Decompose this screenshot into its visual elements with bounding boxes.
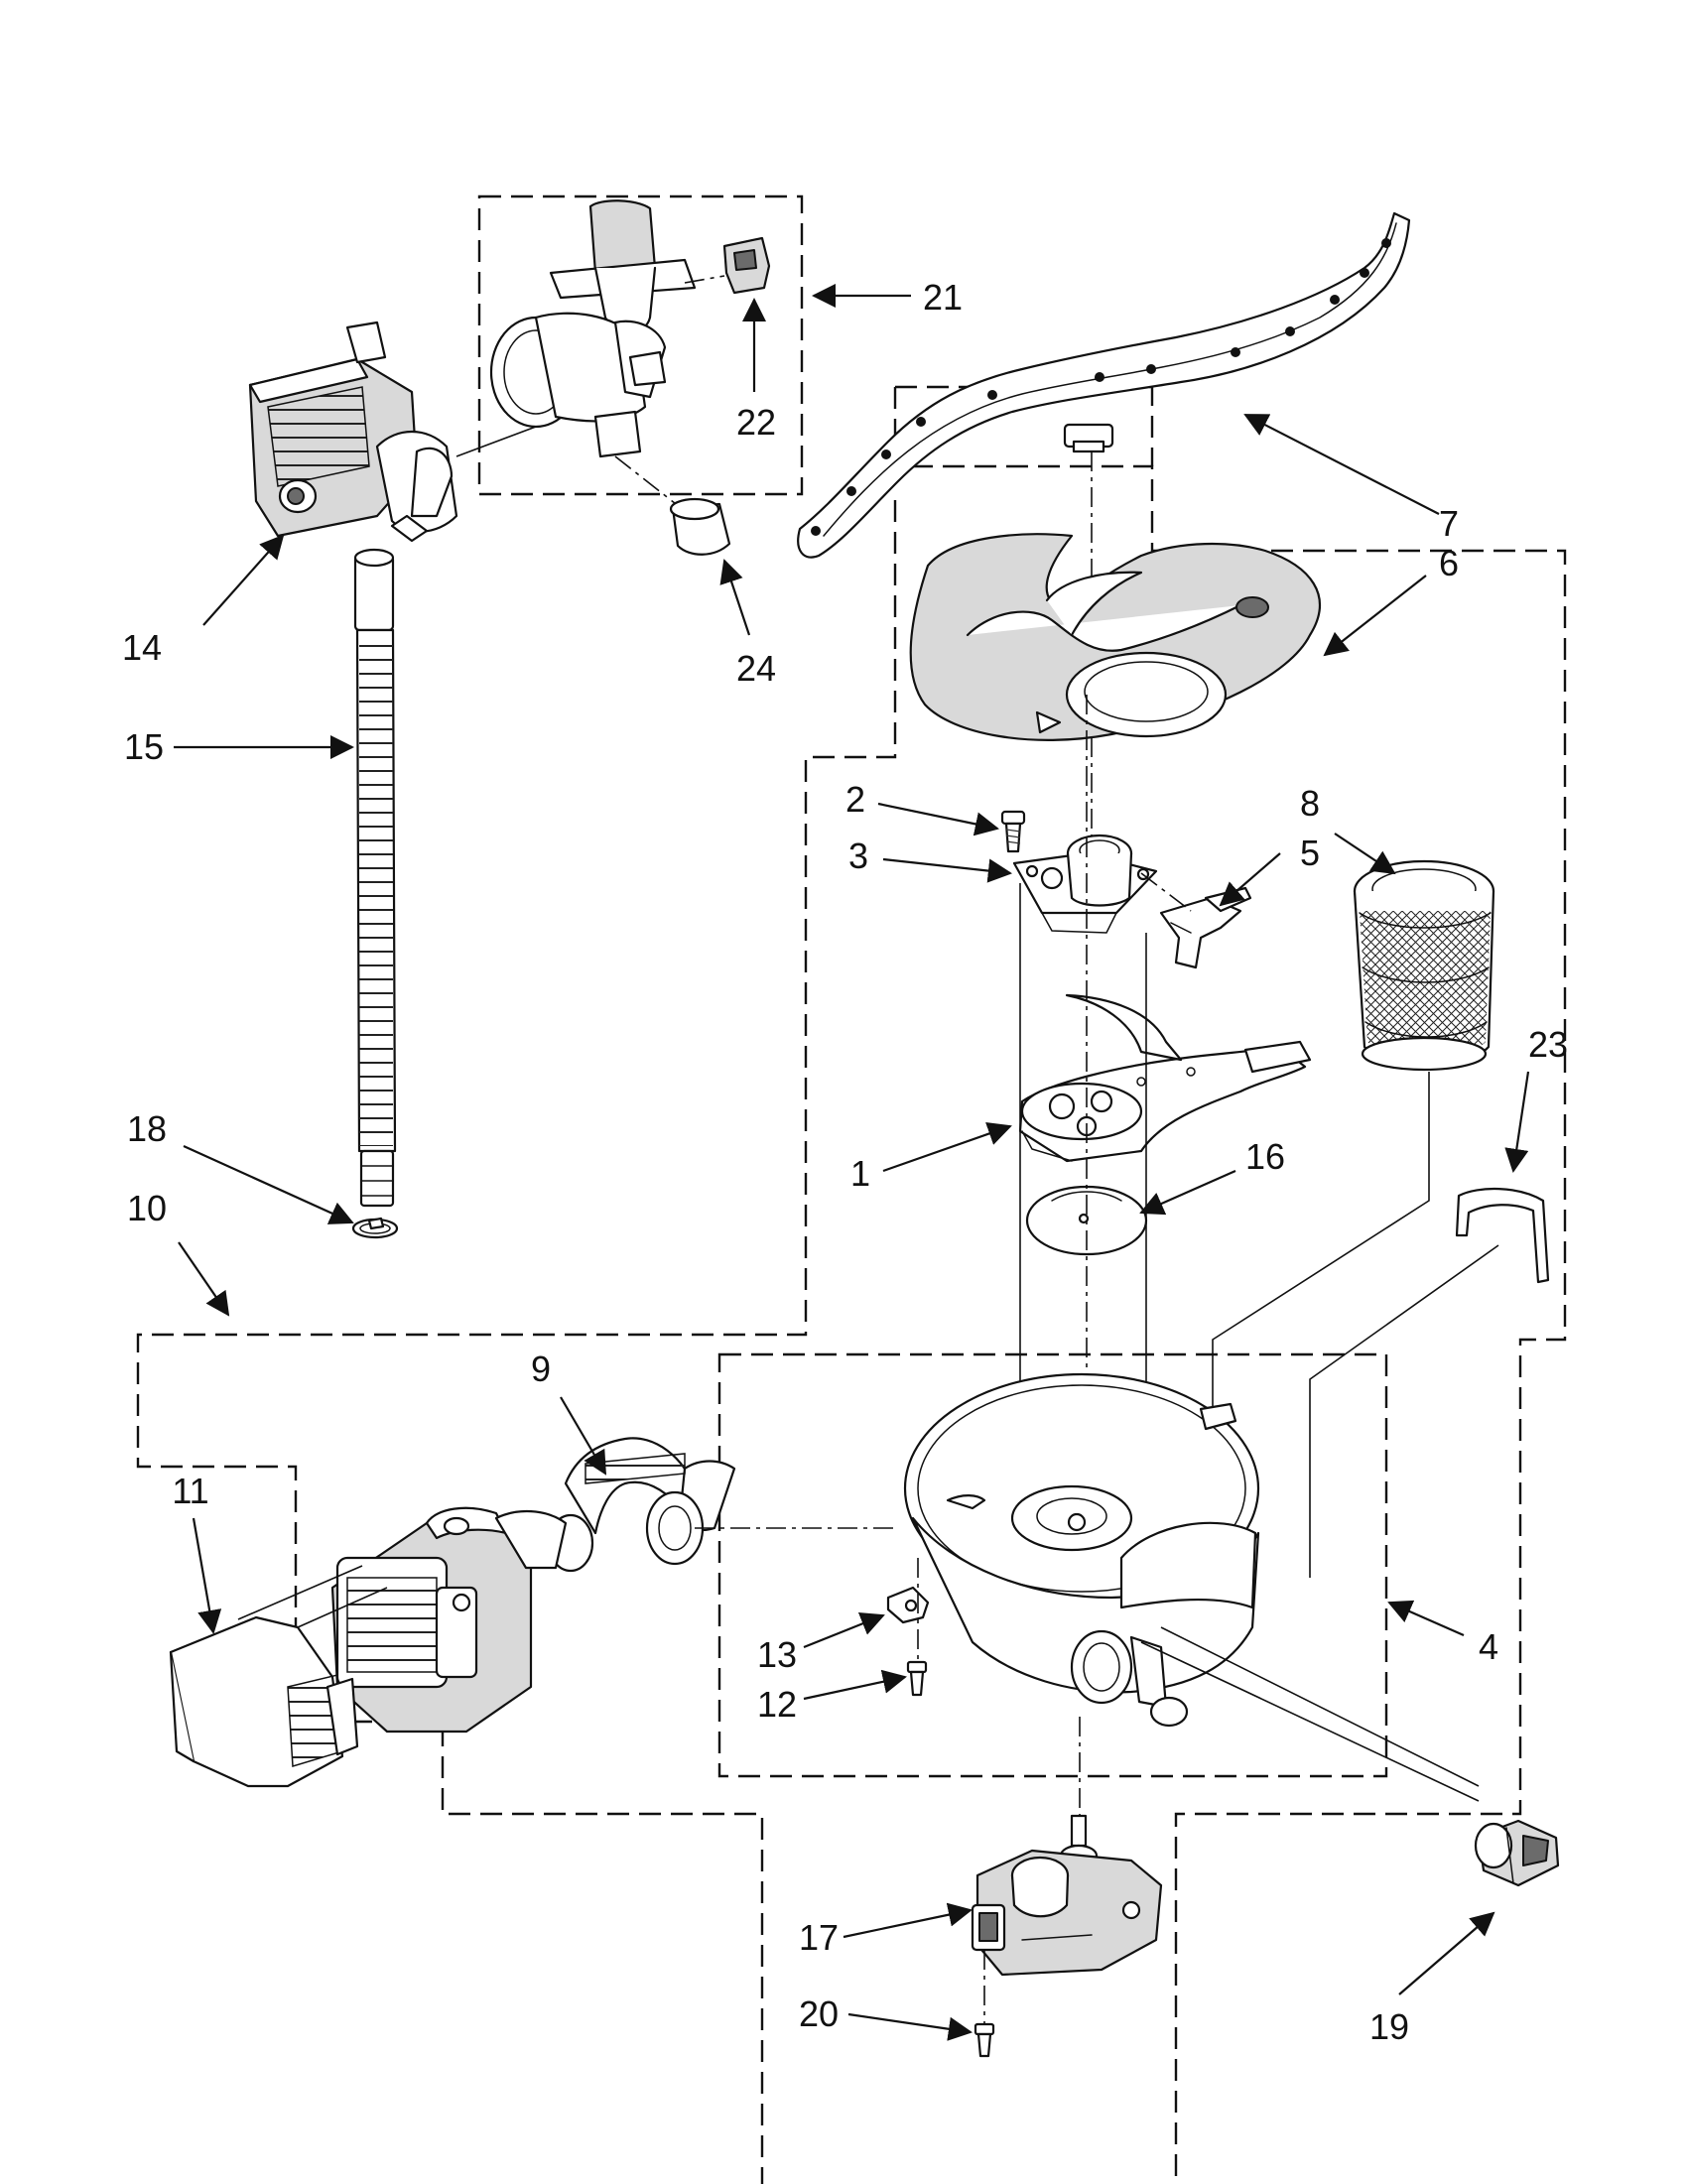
callout-6: 6 (1439, 543, 1459, 583)
guide-line-sump-19b (1160, 1626, 1480, 1787)
leader-12 (803, 1669, 907, 1701)
callout-10: 10 (127, 1188, 167, 1228)
callout-12: 12 (757, 1684, 797, 1725)
callout-3: 3 (848, 835, 868, 876)
spray-arm-nozzles (811, 238, 1391, 536)
axis-part-5 (1140, 872, 1192, 912)
filter-cover (909, 533, 1321, 741)
callout-4: 4 (1479, 1626, 1498, 1667)
leader-23 (1504, 1071, 1530, 1173)
group-box-10 (136, 387, 1567, 2184)
leader-16 (1139, 1169, 1236, 1216)
screw-part-12 (906, 1660, 928, 1697)
callout-labels: 21 22 24 14 15 18 10 11 9 7 6 2 3 5 8 1 … (122, 277, 1568, 2047)
sump-part-4 (903, 1372, 1260, 1728)
leader-19 (1398, 1911, 1495, 1995)
callout-15: 15 (124, 726, 164, 767)
guide-lines-23-sump (1309, 1244, 1499, 1578)
hose-clamp-part-18 (351, 1217, 399, 1239)
axis-21-24 (614, 455, 686, 512)
leader-8 (1334, 833, 1396, 875)
callout-16: 16 (1245, 1136, 1285, 1177)
cap-part-24 (669, 497, 731, 556)
leader-5 (1219, 852, 1281, 907)
callout-9: 9 (531, 1349, 551, 1389)
group-box-21 (477, 194, 804, 496)
retainer-part-23 (1455, 1188, 1550, 1284)
leader-7 (1243, 414, 1440, 515)
group-box-4 (717, 1352, 1388, 1778)
callout-2: 2 (845, 779, 865, 820)
leader-2 (877, 802, 999, 836)
callout-24: 24 (736, 648, 776, 689)
axis-21-22 (684, 275, 725, 284)
callout-20: 20 (799, 1993, 839, 2034)
leader-4 (1387, 1600, 1465, 1637)
housing-plate-part-1 (1018, 993, 1312, 1163)
filter-basket-part-8 (1353, 859, 1495, 1072)
screw-part-20 (974, 2022, 995, 2058)
pump-manifold-part-3 (1012, 834, 1158, 934)
leader-14 (202, 534, 285, 626)
leader-24 (719, 559, 751, 636)
callout-17: 17 (799, 1917, 839, 1958)
leader-17 (843, 1902, 973, 1939)
diverter-motor-part-17 (971, 1717, 1163, 1977)
drain-pump-part-14 (248, 321, 458, 543)
chopper-part-5 (1159, 886, 1252, 969)
leader-10 (178, 1241, 230, 1317)
sensor-part-19 (1474, 1819, 1560, 1887)
lower-spray-arm (797, 211, 1411, 559)
callout-22: 22 (736, 402, 776, 443)
guide-line-sump-19 (1140, 1641, 1480, 1802)
callout-19: 19 (1369, 2006, 1409, 2047)
callout-23: 23 (1528, 1024, 1568, 1065)
leader-6 (1323, 575, 1427, 657)
leader-11 (192, 1517, 222, 1634)
pump-housing-part-21 (489, 199, 697, 458)
leader-13 (803, 1612, 885, 1649)
clip-part-22 (722, 236, 771, 295)
leader-3 (882, 857, 1013, 883)
leader-9 (560, 1396, 607, 1476)
callout-11: 11 (172, 1471, 208, 1511)
callout-5: 5 (1300, 833, 1320, 873)
callout-8: 8 (1300, 783, 1320, 824)
callout-18: 18 (127, 1108, 167, 1149)
leader-arrows (174, 283, 1530, 2041)
leader-18 (183, 1144, 354, 1224)
screw-part-2 (1000, 810, 1026, 853)
callout-21: 21 (923, 277, 963, 318)
callout-7: 7 (1439, 503, 1459, 544)
callout-14: 14 (122, 627, 162, 668)
leader-20 (847, 2012, 973, 2041)
leader-1 (882, 1121, 1012, 1173)
drain-hose-part-15 (353, 548, 397, 1208)
hose-connector-part-9 (547, 1437, 736, 1573)
guide-line-11-motor-b (297, 1587, 388, 1628)
guide-line-11-motor (237, 1565, 363, 1620)
clip-part-13 (886, 1586, 930, 1624)
callout-1: 1 (850, 1153, 870, 1194)
motor-cover-part-11 (169, 1615, 359, 1788)
guide-line-14-21 (455, 426, 537, 457)
motor-part-10 (330, 1506, 568, 1734)
callout-13: 13 (757, 1634, 797, 1675)
